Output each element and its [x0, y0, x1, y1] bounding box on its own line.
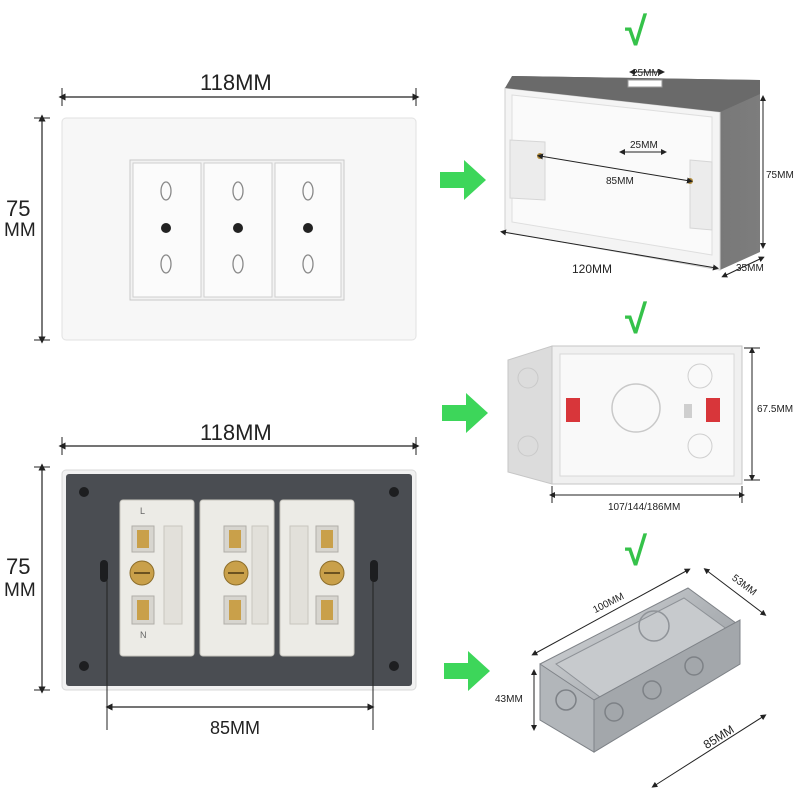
metal-mount-box: [531, 568, 767, 788]
grey-height-label: 75MM: [766, 170, 794, 181]
terminal-module-2: [199, 499, 275, 657]
grey-inner-slot-label: 25MM: [630, 140, 658, 151]
grey-depth-label: 35MM: [736, 263, 764, 274]
front-plate: [34, 88, 420, 344]
grey-top-slot-label: 25MM: [632, 68, 660, 79]
back-width-label: 118MM: [200, 420, 272, 445]
red-clip-right: [706, 398, 720, 422]
white-height-label: 67.5MM: [757, 404, 794, 415]
terminal-module-3: [279, 499, 355, 657]
terminal-module-1: [119, 499, 195, 657]
green-check-icon: √: [625, 298, 647, 342]
terminal-letter-l: L: [140, 506, 146, 516]
back-height-number: 75: [6, 554, 31, 579]
socket-module-2: [203, 162, 273, 298]
green-arrow-icon: [440, 160, 486, 200]
green-check-icon: √: [625, 530, 647, 574]
grey-mount-box: [500, 69, 766, 278]
metal-height-label: 43MM: [495, 694, 523, 705]
socket-module-3: [274, 162, 342, 298]
front-height-number: 75: [6, 196, 31, 221]
mount-slot-left: [100, 560, 108, 582]
front-height-unit: MM: [4, 220, 36, 241]
front-width-label: 118MM: [200, 70, 272, 95]
red-clip-left: [566, 398, 580, 422]
terminal-letter-n: N: [140, 630, 147, 640]
green-check-icon: √: [625, 10, 647, 54]
green-arrow-icon: [444, 651, 490, 691]
white-width-label: 107/144/186MM: [608, 502, 681, 513]
grey-width-label: 120MM: [572, 262, 613, 276]
green-arrow-icon: [442, 393, 488, 433]
grey-hole-spacing-label: 85MM: [606, 176, 634, 187]
back-plate: [34, 437, 420, 730]
back-height-unit: MM: [4, 580, 36, 601]
screw-spacing-label: 85MM: [210, 718, 261, 738]
socket-module-1: [132, 162, 202, 298]
mount-slot-right: [370, 560, 378, 582]
white-mount-box: [507, 345, 760, 503]
